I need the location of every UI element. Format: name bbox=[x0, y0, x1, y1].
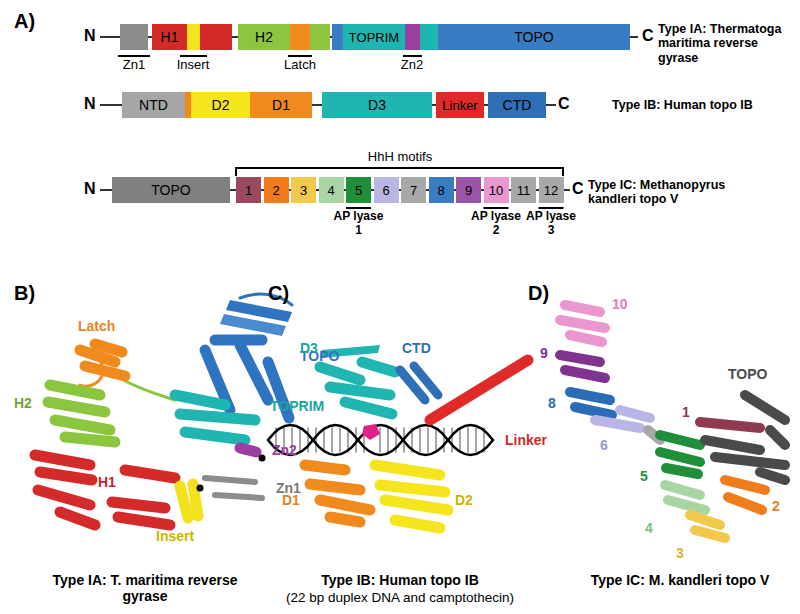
callout-number: 9 bbox=[540, 345, 548, 361]
bracket-label: HhH motifs bbox=[340, 150, 460, 165]
domain-box: 12 bbox=[539, 177, 564, 203]
domain-box: Linker bbox=[436, 92, 484, 118]
panel-letter: C) bbox=[268, 282, 289, 305]
panel-letter: D) bbox=[528, 282, 549, 305]
domain-name: 11 bbox=[517, 184, 531, 197]
domain-name: 6 bbox=[382, 184, 389, 197]
domain-box: D2 bbox=[191, 92, 250, 118]
terminus-label: N bbox=[84, 180, 96, 198]
domain-box: 4 bbox=[319, 177, 344, 203]
terminus-label: C bbox=[572, 180, 584, 198]
callout-number: 6 bbox=[600, 437, 608, 453]
structure-label: Insert bbox=[156, 528, 194, 544]
enzyme-name: Type IC: Methanopyrus kandleri topo V bbox=[588, 178, 763, 207]
terminus-label: N bbox=[84, 95, 96, 113]
panel-letter: B) bbox=[14, 282, 35, 305]
domain-box: D3 bbox=[322, 92, 432, 118]
domain-name: NTD bbox=[139, 98, 168, 112]
domain-name: 9 bbox=[465, 184, 472, 197]
domain-box: 1 bbox=[236, 177, 261, 203]
callout-number: 5 bbox=[640, 468, 648, 484]
domain-box: 3 bbox=[291, 177, 316, 203]
site-label: AP lyase 3 bbox=[525, 210, 577, 238]
domain-label: Latch bbox=[275, 58, 325, 73]
structure-label: D1 bbox=[282, 492, 300, 508]
panel-caption: Type IB: Human topo IB bbox=[250, 572, 550, 588]
structure-label: Linker bbox=[505, 432, 547, 448]
domain-name: 12 bbox=[544, 184, 558, 197]
structure-label: TOPRIM bbox=[270, 398, 324, 414]
structure-label: CTD bbox=[402, 340, 431, 356]
structure-label: D3 bbox=[300, 340, 318, 356]
callout-number: 2 bbox=[772, 498, 780, 514]
domain-box: 6 bbox=[374, 177, 399, 203]
structure-label: Latch bbox=[78, 318, 115, 334]
domain-name: 5 bbox=[355, 184, 362, 197]
domain-name: 7 bbox=[410, 184, 417, 197]
domain-box: NTD bbox=[122, 92, 185, 118]
structure-label: TOPO bbox=[728, 366, 767, 382]
callout-number: 3 bbox=[676, 545, 684, 561]
structure-label: Zn2 bbox=[272, 442, 297, 458]
terminus-label: N bbox=[84, 27, 96, 45]
terminus-label: C bbox=[558, 95, 570, 113]
domain-box: 10 bbox=[484, 177, 509, 203]
domain-box: 7 bbox=[401, 177, 426, 203]
panel-caption: Type IC: M. kandleri topo V bbox=[585, 572, 775, 588]
domain-name: H2 bbox=[255, 30, 273, 44]
panel-caption: Type IA: T. maritima reverse gyrase bbox=[45, 572, 245, 604]
structure-label: H1 bbox=[98, 474, 116, 490]
domain-name: 1 bbox=[245, 184, 252, 197]
enzyme-name: Type IB: Human topo IB bbox=[612, 98, 753, 112]
callout-number: 1 bbox=[682, 404, 690, 420]
domain-name: 3 bbox=[300, 184, 307, 197]
domain-name: 4 bbox=[327, 184, 334, 197]
domain-box: 8 bbox=[429, 177, 454, 203]
callout-number: 8 bbox=[548, 395, 556, 411]
domain-box: TOPO bbox=[112, 177, 230, 203]
domain-box: TOPO bbox=[438, 24, 630, 50]
domain-box: 2 bbox=[264, 177, 289, 203]
callout-number: 10 bbox=[612, 296, 628, 312]
domain-name: CTD bbox=[503, 98, 532, 112]
domain-box: 11 bbox=[511, 177, 536, 203]
domain-label: Zn1 bbox=[109, 58, 159, 73]
domain-box: TOPRIM bbox=[343, 24, 405, 50]
domain-name: TOPO bbox=[514, 30, 553, 44]
panel-caption: (22 bp duplex DNA and camptothecin) bbox=[240, 590, 560, 606]
domain-name: TOPO bbox=[151, 183, 190, 197]
panel-letter: A) bbox=[14, 10, 35, 33]
domain-box: H1 bbox=[152, 24, 187, 50]
domain-box: D1 bbox=[250, 92, 312, 118]
domain-name: H1 bbox=[161, 30, 179, 44]
domain-label: Insert bbox=[168, 58, 218, 73]
enzyme-name: Type IA: Thermatoga maritima reverse gyr… bbox=[658, 22, 796, 65]
domain-name: D3 bbox=[368, 98, 386, 112]
structure-label: H2 bbox=[14, 395, 32, 411]
domain-box: H2 bbox=[238, 24, 290, 50]
domain-box: CTD bbox=[488, 92, 546, 118]
domain-label: Zn2 bbox=[392, 58, 432, 73]
domain-box: 5 bbox=[346, 177, 371, 203]
domain-name: 10 bbox=[489, 184, 503, 197]
site-label: AP lyase 1 bbox=[333, 210, 385, 238]
callout-number: 4 bbox=[645, 520, 653, 536]
domain-name: D2 bbox=[212, 98, 230, 112]
site-label: AP lyase 2 bbox=[470, 210, 522, 238]
domain-name: Linker bbox=[442, 99, 477, 112]
domain-name: 2 bbox=[272, 184, 279, 197]
domain-name: 8 bbox=[437, 184, 444, 197]
domain-box: 9 bbox=[456, 177, 481, 203]
structure-label: D2 bbox=[455, 492, 473, 508]
domain-name: D1 bbox=[272, 98, 290, 112]
domain-name: TOPRIM bbox=[349, 31, 399, 44]
terminus-label: C bbox=[642, 27, 654, 45]
